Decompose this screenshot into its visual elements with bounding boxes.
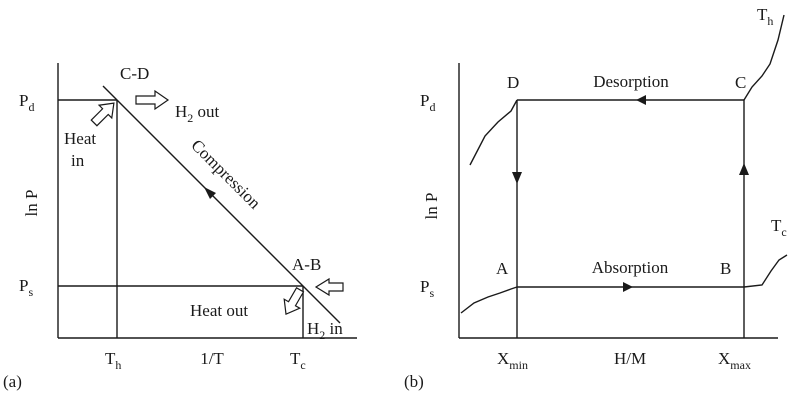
panel-b-point-c: C — [735, 73, 746, 92]
panel-a-heat-out-label: Heat out — [190, 301, 248, 320]
panel-a-compression-label: Compression — [187, 136, 264, 213]
panel-a-tag: (a) — [3, 372, 22, 391]
panel-b-absorption-label: Absorption — [592, 258, 669, 277]
panel-a-heat-out-arrow — [283, 287, 305, 315]
panel-b: Pd Ps ln P Xmin H/M Xmax (b) D C A B Des… — [404, 5, 788, 391]
panel-b-point-b: B — [720, 259, 731, 278]
panel-b-point-d: D — [507, 73, 519, 92]
panel-b-xmin-label: Xmin — [497, 349, 528, 372]
panel-b-hot-isotherm-right — [743, 14, 785, 101]
panel-b-point-a: A — [496, 259, 509, 278]
panel-b-cold-isotherm-right — [743, 254, 788, 288]
panel-b-tag: (b) — [404, 372, 424, 391]
panel-b-down-arrow — [512, 172, 522, 184]
panel-a-heat-in-label-1: Heat — [64, 129, 96, 148]
panel-a: Pd Ps ln P Th 1/T Tc (a) C-D A-B H2 out … — [3, 63, 357, 391]
panel-b-ps-label: Ps — [420, 277, 434, 300]
panel-a-x-axis-label: 1/T — [200, 349, 224, 368]
panel-b-pd-label: Pd — [420, 91, 435, 114]
panel-b-cold-isotherm-left — [460, 286, 518, 314]
panel-a-heat-in-arrow — [90, 102, 115, 127]
panel-a-h2-in-label: H2 in — [307, 319, 343, 342]
panel-b-y-axis-label: ln P — [422, 193, 441, 220]
panel-a-compression-line — [102, 85, 341, 324]
panel-a-point-cd: C-D — [120, 64, 149, 83]
panel-a-pd-label: Pd — [19, 91, 34, 114]
panel-b-absorption-arrow — [623, 282, 633, 292]
panel-a-h2-in-arrow — [314, 277, 344, 297]
panel-a-h2-out-arrow — [135, 89, 170, 111]
panel-b-xmax-label: Xmax — [718, 349, 751, 372]
panel-a-ps-label: Ps — [19, 276, 33, 299]
panel-b-tc-label: Tc — [771, 216, 787, 239]
panel-a-point-ab: A-B — [292, 255, 321, 274]
panel-a-compression-arrow — [204, 187, 216, 199]
panel-b-x-axis-label: H/M — [614, 349, 646, 368]
panel-a-tc-label: Tc — [290, 349, 306, 372]
panel-a-th-label: Th — [105, 349, 121, 372]
panel-b-th-label: Th — [757, 5, 773, 28]
panel-b-up-arrow — [739, 163, 749, 175]
panel-b-desorption-label: Desorption — [593, 72, 669, 91]
panel-a-h2-out-label: H2 out — [175, 102, 220, 125]
panel-b-hot-isotherm-left — [469, 99, 518, 166]
panel-b-desorption-arrow — [636, 95, 646, 105]
panel-a-heat-in-label-2: in — [71, 151, 85, 170]
panel-a-y-axis-label: ln P — [22, 190, 41, 217]
